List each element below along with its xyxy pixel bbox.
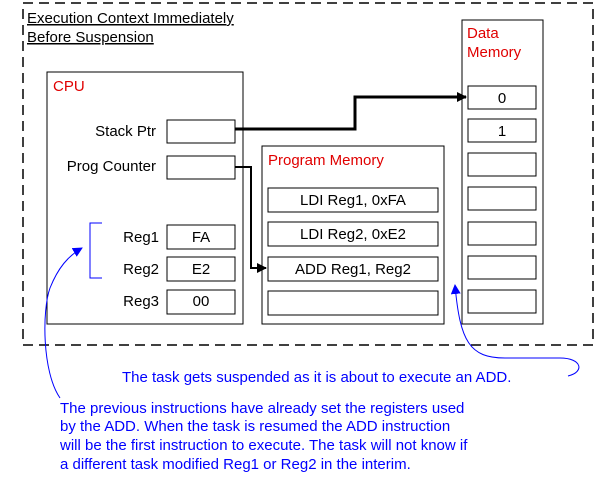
- context-title-line1: Execution Context Immediately: [27, 10, 234, 27]
- instruction-text: ADD Reg1, Reg2: [295, 261, 411, 278]
- stack-ptr-arrow: [235, 92, 467, 131]
- data-memory-label-line2: Memory: [467, 44, 522, 61]
- instruction-row: [267, 221, 439, 247]
- data-cell: [467, 186, 537, 211]
- reg1-label: Reg1: [123, 229, 159, 246]
- data-cell: [467, 255, 537, 280]
- prog-counter-register: [166, 155, 236, 180]
- instruction-row: [267, 187, 439, 213]
- previous-note-line: will be the first instruction to execute…: [59, 437, 468, 454]
- reg1-value: FA: [192, 229, 210, 246]
- cpu-box: [46, 71, 244, 325]
- suspend-note: The task gets suspended as it is about t…: [122, 369, 511, 386]
- reg2-box: [166, 256, 236, 282]
- execution-context-boundary: [22, 2, 594, 346]
- instruction-text: LDI Reg2, 0xE2: [300, 226, 406, 243]
- data-cell-value: 0: [498, 90, 506, 107]
- context-title-line2: Before Suspension: [27, 29, 154, 46]
- data-memory-label-line1: Data: [467, 25, 499, 42]
- data-cell: [467, 221, 537, 246]
- prog-counter-label: Prog Counter: [67, 158, 156, 175]
- registers-callout-arrow: [44, 247, 83, 399]
- data-cell: [467, 289, 537, 314]
- stack-ptr-label: Stack Ptr: [95, 123, 156, 140]
- reg1-box: [166, 224, 236, 250]
- previous-note-line: a different task modified Reg1 or Reg2 i…: [60, 456, 411, 473]
- data-cell: [467, 152, 537, 177]
- data-cell-value: 1: [498, 123, 506, 140]
- program-memory-label: Program Memory: [268, 152, 384, 169]
- previous-note-line: The previous instructions have already s…: [60, 400, 464, 417]
- reg2-value: E2: [192, 261, 210, 278]
- prog-counter-arrow: [235, 166, 267, 273]
- reg3-box: [166, 289, 236, 315]
- suspend-callout-arrow: [450, 284, 580, 377]
- instruction-row: [267, 256, 439, 282]
- instruction-text: LDI Reg1, 0xFA: [300, 192, 406, 209]
- cpu-label: CPU: [53, 78, 85, 95]
- reg2-label: Reg2: [123, 261, 159, 278]
- register-bracket: [89, 222, 102, 279]
- previous-note-line: by the ADD. When the task is resumed the…: [60, 418, 450, 435]
- instruction-row: [267, 290, 439, 316]
- data-cell: [467, 85, 537, 110]
- reg3-label: Reg3: [123, 293, 159, 310]
- data-cell: [467, 118, 537, 143]
- stack-ptr-register: [166, 119, 236, 144]
- reg3-value: 00: [193, 293, 210, 310]
